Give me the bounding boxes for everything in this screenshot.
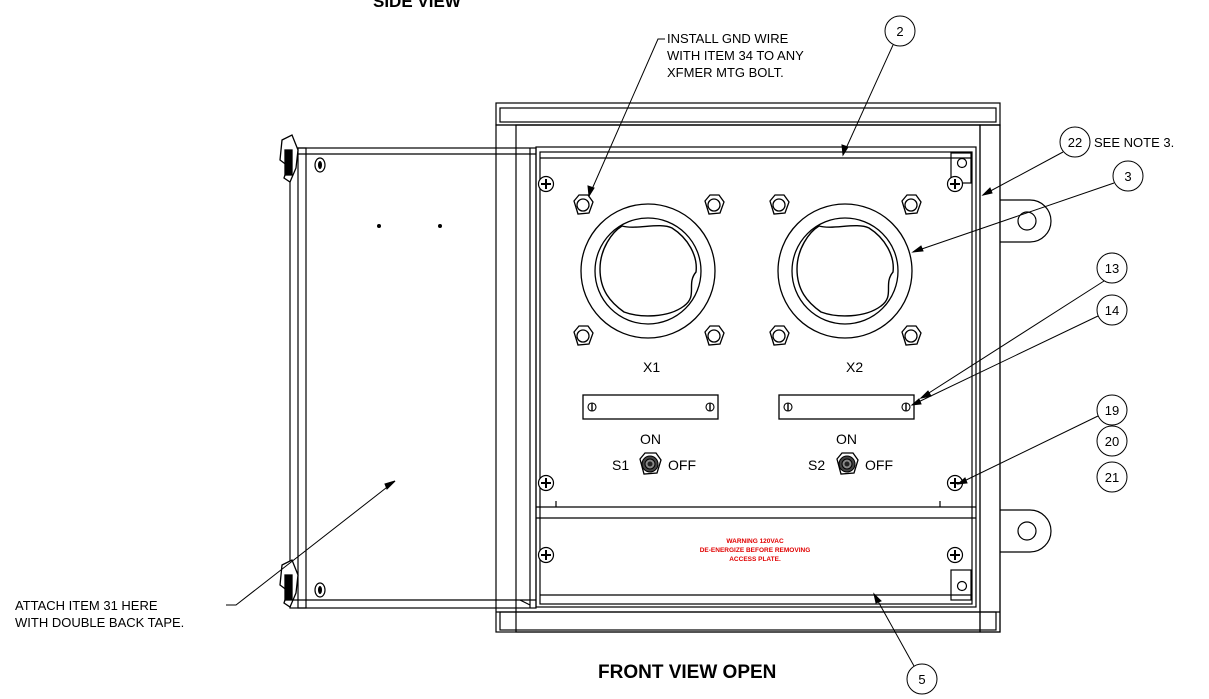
item-balloon-22: 22 bbox=[1059, 126, 1091, 158]
svg-text:DE-ENERGIZE BEFORE REMOVING: DE-ENERGIZE BEFORE REMOVING bbox=[700, 547, 811, 554]
svg-text:20: 20 bbox=[1105, 434, 1119, 449]
switch-s2-on-label: ON bbox=[836, 431, 857, 447]
toggle-switch-s1 bbox=[639, 452, 662, 475]
switch-s2-off-label: OFF bbox=[865, 457, 893, 473]
svg-text:19: 19 bbox=[1105, 403, 1119, 418]
svg-text:ACCESS PLATE.: ACCESS PLATE. bbox=[729, 556, 781, 563]
transformer-x2 bbox=[777, 203, 913, 339]
attach-item-note: ATTACH ITEM 31 HERE WITH DOUBLE BACK TAP… bbox=[15, 598, 184, 630]
attach-item-leader bbox=[226, 480, 396, 606]
front-view-title: FRONT VIEW OPEN bbox=[598, 662, 776, 683]
item-balloon-5: 5 bbox=[906, 663, 938, 695]
transformer-x1 bbox=[580, 203, 716, 339]
toggle-switch-s2 bbox=[836, 452, 859, 475]
svg-text:XFMER MTG BOLT.: XFMER MTG BOLT. bbox=[667, 65, 784, 80]
door-screw bbox=[314, 157, 442, 598]
svg-text:22: 22 bbox=[1068, 135, 1082, 150]
svg-text:5: 5 bbox=[918, 672, 925, 687]
svg-text:2: 2 bbox=[896, 24, 903, 39]
switch-s2-id-label: S2 bbox=[808, 457, 825, 473]
svg-text:21: 21 bbox=[1105, 470, 1119, 485]
svg-text:INSTALL GND WIRE: INSTALL GND WIRE bbox=[667, 31, 789, 46]
door-latch-upper bbox=[279, 134, 299, 183]
switch-s1-on-label: ON bbox=[640, 431, 661, 447]
item-balloon-19: 19 bbox=[1096, 394, 1128, 426]
warning-label: WARNING 120VAC DE-ENERGIZE BEFORE REMOVI… bbox=[700, 538, 811, 563]
item-balloon-3: 3 bbox=[1112, 160, 1144, 192]
side-view-title: SIDE VIEW bbox=[373, 0, 462, 11]
transformer-label-x1: X1 bbox=[643, 359, 660, 375]
mounting-tab-upper bbox=[1000, 199, 1052, 243]
terminal-strip-x1 bbox=[582, 394, 719, 420]
svg-text:3: 3 bbox=[1124, 169, 1131, 184]
switch-s1-id-label: S1 bbox=[612, 457, 629, 473]
terminal-strip-x2 bbox=[778, 394, 915, 420]
item-balloon-20: 20 bbox=[1096, 425, 1128, 457]
transformer-label-x2: X2 bbox=[846, 359, 863, 375]
door-latch-lower bbox=[279, 559, 299, 608]
svg-text:WARNING 120VAC: WARNING 120VAC bbox=[726, 538, 784, 545]
svg-text:WITH DOUBLE BACK TAPE.: WITH DOUBLE BACK TAPE. bbox=[15, 615, 184, 630]
enclosure-door bbox=[289, 147, 537, 609]
gnd-wire-leader bbox=[587, 38, 665, 198]
item-balloon-2: 2 bbox=[884, 15, 916, 47]
item-balloon-14: 14 bbox=[1096, 294, 1128, 326]
item-balloon-21: 21 bbox=[1096, 461, 1128, 493]
balloon-leaders bbox=[841, 44, 1115, 667]
enclosure-body bbox=[495, 102, 1001, 633]
svg-text:14: 14 bbox=[1105, 303, 1119, 318]
see-note-text: SEE NOTE 3. bbox=[1094, 135, 1174, 150]
mounting-tab-lower bbox=[1000, 509, 1052, 553]
svg-text:WITH ITEM 34 TO ANY: WITH ITEM 34 TO ANY bbox=[667, 48, 804, 63]
svg-text:ATTACH ITEM 31 HERE: ATTACH ITEM 31 HERE bbox=[15, 598, 158, 613]
svg-text:13: 13 bbox=[1105, 261, 1119, 276]
gnd-wire-note: INSTALL GND WIRE WITH ITEM 34 TO ANY XFM… bbox=[667, 31, 804, 80]
switch-s1-off-label: OFF bbox=[668, 457, 696, 473]
item-balloon-13: 13 bbox=[1096, 252, 1128, 284]
